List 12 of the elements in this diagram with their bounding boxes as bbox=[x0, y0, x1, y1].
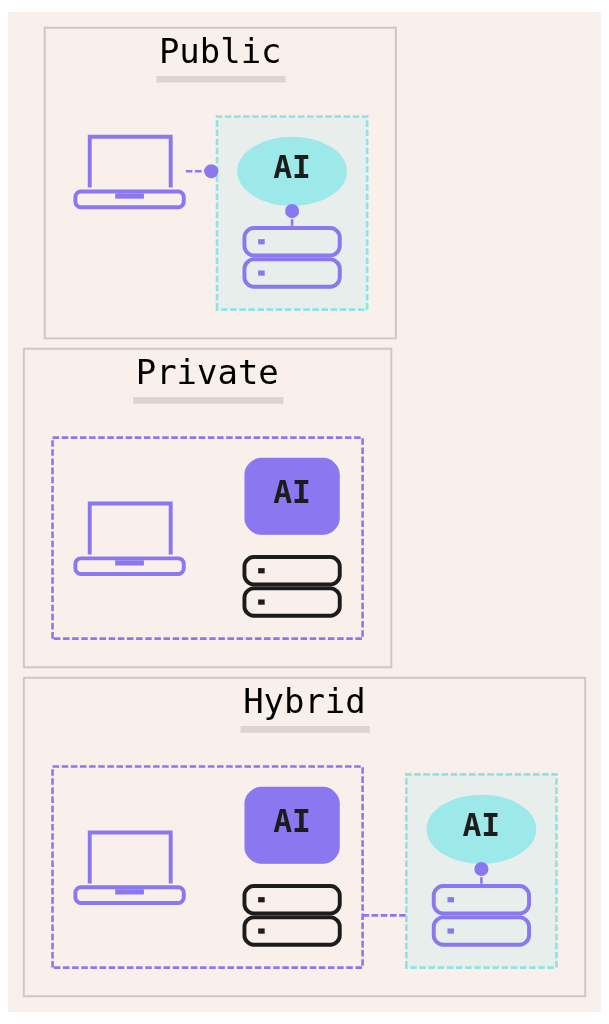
node-ellipse: AI bbox=[426, 794, 537, 864]
node-box: AI bbox=[244, 457, 340, 535]
connector bbox=[285, 204, 300, 226]
cluster bbox=[215, 115, 369, 311]
cluster bbox=[51, 765, 364, 969]
connector bbox=[474, 862, 489, 884]
connector bbox=[362, 914, 407, 917]
cluster bbox=[405, 773, 558, 969]
node-box: AI bbox=[244, 786, 340, 864]
cluster bbox=[51, 436, 364, 640]
connector bbox=[185, 164, 219, 179]
node-ellipse: AI bbox=[237, 136, 347, 206]
